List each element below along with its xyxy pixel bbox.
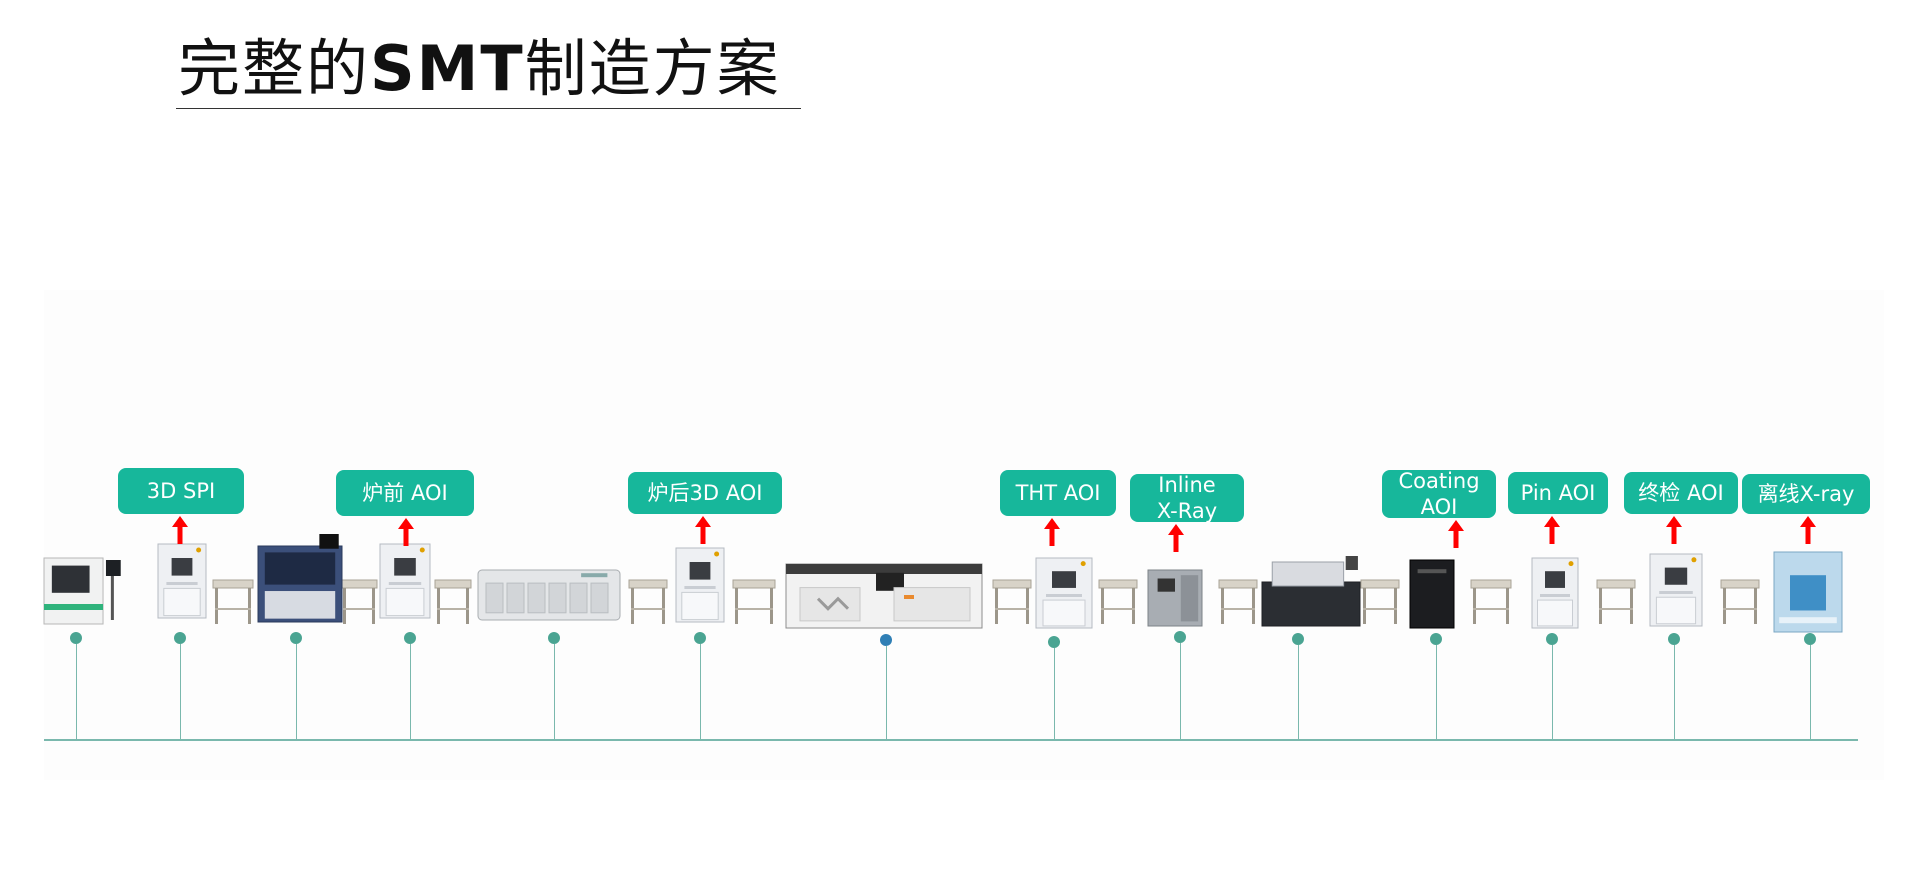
title-underline — [176, 108, 801, 109]
station-stem — [1436, 645, 1437, 739]
conveyor-9 — [628, 578, 668, 630]
station-label: 终检 AOI — [1624, 472, 1738, 514]
station-dot — [880, 634, 892, 646]
station-dot — [1804, 633, 1816, 645]
station-label: Pin AOI — [1508, 472, 1608, 514]
coating-machine-machine — [1260, 556, 1362, 634]
reflow-oven-machine — [476, 560, 622, 630]
station-dot — [1668, 633, 1680, 645]
station-dot — [1292, 633, 1304, 645]
station-dot — [548, 632, 560, 644]
up-arrow-icon — [693, 516, 713, 544]
spi-inspector-machine — [156, 542, 208, 626]
station-stem — [886, 646, 887, 739]
conveyor-7 — [340, 578, 378, 630]
up-arrow-icon — [396, 518, 416, 546]
xray-inspector-machine — [1146, 562, 1204, 632]
conveyor-12 — [1098, 578, 1138, 630]
title-part-2: 制造方案 — [524, 32, 781, 105]
coating-aoi-machine — [1408, 554, 1456, 634]
station-dot — [1430, 633, 1442, 645]
up-arrow-icon — [1542, 516, 1562, 544]
station-label: 炉后3D AOI — [628, 472, 782, 514]
conveyor-5 — [1596, 578, 1636, 630]
conveyor-4 — [1470, 578, 1512, 630]
conveyor-8 — [434, 578, 472, 630]
up-arrow-icon — [1798, 516, 1818, 544]
station-stem — [700, 644, 701, 739]
stencil-printer-machine — [42, 548, 124, 632]
station-label: 离线X-ray — [1742, 474, 1870, 514]
up-arrow-icon — [1042, 518, 1062, 546]
station-stem — [1810, 645, 1811, 739]
aoi-inspector-machine — [1530, 556, 1580, 636]
station-stem — [180, 644, 181, 739]
offline-xray-machine — [1772, 550, 1844, 638]
station-dot — [404, 632, 416, 644]
station-dot — [1546, 633, 1558, 645]
wave-solder-machine — [784, 558, 984, 636]
station-label: Coating AOI — [1382, 470, 1496, 518]
station-stem — [1298, 645, 1299, 739]
title-bold-part: SMT — [370, 32, 525, 105]
aoi-inspector-machine — [674, 546, 726, 630]
station-label: 炉前 AOI — [336, 470, 474, 516]
conveyor-10 — [732, 578, 776, 630]
station-stem — [1054, 648, 1055, 739]
station-dot — [290, 632, 302, 644]
up-arrow-icon — [1446, 520, 1466, 548]
station-dot — [694, 632, 706, 644]
timeline-baseline — [44, 739, 1858, 741]
station-dot — [1048, 636, 1060, 648]
station-dot — [70, 632, 82, 644]
station-stem — [554, 644, 555, 739]
aoi-inspector-machine — [1648, 552, 1704, 634]
station-dot — [1174, 631, 1186, 643]
up-arrow-icon — [1166, 524, 1186, 552]
aoi-inspector-machine — [1034, 556, 1094, 636]
station-label: 3D SPI — [118, 468, 244, 514]
station-stem — [410, 644, 411, 739]
conveyor-11 — [992, 578, 1032, 630]
conveyor-1 — [212, 578, 254, 630]
production-line-panel — [44, 290, 1884, 780]
page-title: 完整的SMT制造方案 — [178, 32, 781, 106]
station-stem — [1552, 645, 1553, 739]
pick-and-place-machine — [256, 534, 344, 630]
title-part-1: 完整的 — [178, 32, 371, 105]
station-label: THT AOI — [1000, 470, 1116, 516]
conveyor-6 — [1720, 578, 1760, 630]
station-stem — [1674, 645, 1675, 739]
station-stem — [296, 644, 297, 739]
up-arrow-icon — [170, 516, 190, 544]
station-stem — [76, 644, 77, 739]
station-stem — [1180, 643, 1181, 739]
station-label: Inline X-Ray — [1130, 474, 1244, 522]
up-arrow-icon — [1664, 516, 1684, 544]
station-dot — [174, 632, 186, 644]
conveyor-2 — [1218, 578, 1258, 630]
conveyor-3 — [1360, 578, 1400, 630]
aoi-inspector-machine — [378, 542, 432, 626]
